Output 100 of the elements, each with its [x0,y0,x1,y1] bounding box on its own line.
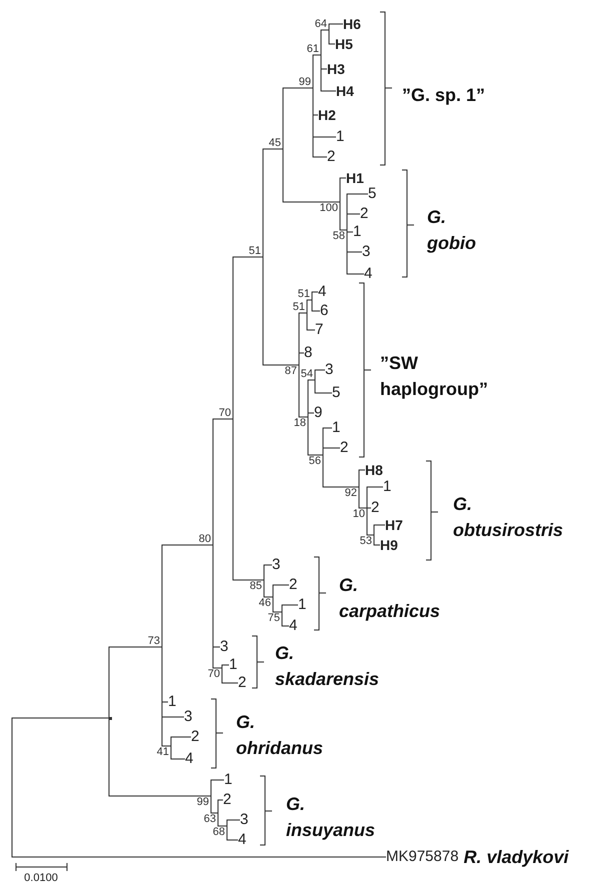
branch-line [170,746,186,760]
branch-line [108,646,162,718]
branch-line [226,826,238,840]
bootstrap-value: 70 [218,407,233,419]
taxon-label: 4 [318,284,326,300]
branch-line [306,300,312,314]
taxon-label: 2 [238,675,246,691]
clade-name: G. skadarensis [275,642,380,691]
taxon-label: 3 [272,557,280,573]
bootstrap-value: 41 [156,746,171,758]
bootstrap-value: 51 [248,245,263,257]
branch-line [222,664,230,668]
branch-line [262,148,284,258]
bootstrap-value: 68 [212,826,227,838]
taxon-label: H6 [343,16,361,32]
taxon-label: 1 [224,772,232,788]
branch-line [222,668,238,684]
accession-number: MK975878 [386,848,459,866]
bootstrap-value: 87 [284,365,299,377]
taxon-label: 8 [304,345,312,361]
clade-name: G. insuyanus [286,793,376,842]
clade-name: G. carpathicus [339,574,440,623]
taxon-label: 3 [240,812,248,828]
taxon-label: 4 [364,266,372,282]
taxon-label: 1 [298,597,306,613]
taxon-label: 5 [332,385,340,401]
branch-line [264,564,272,580]
taxon-label: 4 [238,832,246,848]
branch-line [282,88,314,150]
clade-name: ”SW haplogroup” [380,352,488,401]
clade-name: G. obtusirostris [453,493,563,542]
taxon-label: 2 [371,500,380,516]
branch-line [170,736,192,746]
taxon-label: 1 [332,420,340,436]
bootstrap-value: 80 [198,533,213,545]
branch-line [272,596,282,612]
branch-line [366,508,374,536]
clade-name: G. gobio [427,206,476,255]
bootstrap-value: 100 [320,202,340,214]
bootstrap-value: 46 [258,597,273,609]
taxon-label: 1 [168,694,176,710]
branch-line [282,604,298,612]
bootstrap-value: 92 [344,487,359,499]
taxon-label: 5 [368,186,376,202]
taxon-label: 2 [191,729,200,745]
taxon-label: 1 [383,479,392,495]
branch-line [320,30,330,56]
branch-line [232,256,264,420]
branch-line [218,800,224,814]
clade-name: G. ohridanus [236,711,323,760]
branch-line [358,486,368,508]
branch-line [108,718,212,796]
taxon-label: H9 [380,537,398,553]
taxon-label: 2 [340,440,348,456]
bootstrap-value: 51 [292,301,307,313]
branch-line [312,300,320,312]
branch-line [374,534,380,546]
bootstrap-value: 10 [352,508,367,520]
taxon-label: 2 [289,577,298,593]
taxon-label: 2 [360,206,368,222]
branch-line [366,486,384,508]
taxon-label: 3 [362,244,370,260]
taxon-label: H7 [385,517,403,533]
bootstrap-value: 51 [298,288,312,300]
taxon-label: 1 [229,657,238,673]
branch-line [306,312,316,330]
branch-line [210,796,218,814]
branch-line [272,584,290,598]
bootstrap-value: 99 [196,796,211,808]
bootstrap-value: 73 [148,635,162,647]
branch-line [312,292,318,300]
bootstrap-value: 58 [332,230,347,242]
taxon-label: H3 [327,61,345,77]
bootstrap-value: 64 [314,18,329,30]
taxon-label: H5 [335,36,353,52]
taxon-label: H1 [346,170,364,186]
branch-line [374,524,386,536]
branch-line [282,148,340,202]
branch-line [340,202,348,230]
branch-line [226,820,240,826]
bootstrap-value: 61 [306,43,321,55]
bootstrap-value: 56 [308,455,323,467]
taxon-label: R. vladykovi [464,846,569,868]
branch-line [264,580,274,598]
bootstrap-value: 18 [294,417,308,429]
branch-line [346,230,364,274]
bootstrap-value: 63 [204,813,218,825]
branch-line [212,418,234,546]
branch-line [358,470,366,488]
branch-line [210,780,224,796]
taxon-label: 7 [315,322,324,338]
taxon-label: H2 [318,107,336,123]
bootstrap-value: 70 [208,668,222,680]
branch-line [12,718,386,858]
branch-line [322,448,340,456]
taxon-label: 3 [325,362,334,378]
branch-line [328,30,336,44]
taxon-label: 3 [184,709,192,725]
branch-line [308,416,324,456]
taxon-label: 9 [314,405,322,421]
